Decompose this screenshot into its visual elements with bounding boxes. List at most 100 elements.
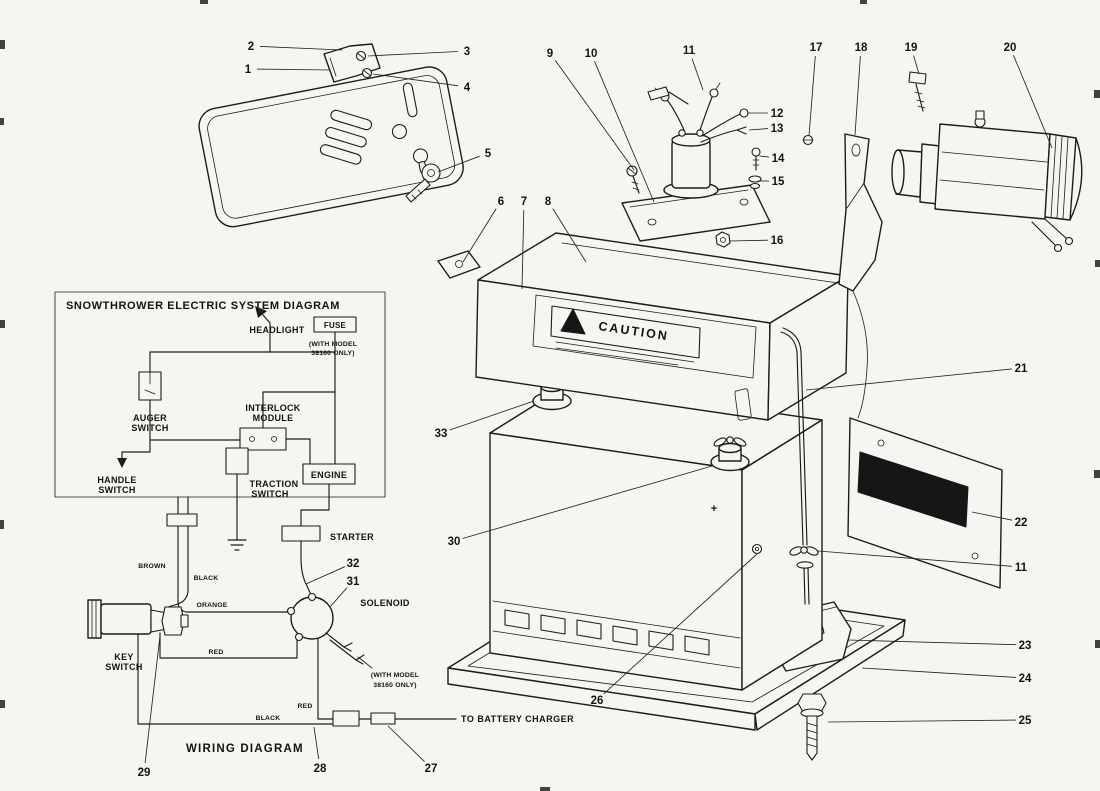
wiring-diagram-box: SNOWTHROWER ELECTRIC SYSTEM DIAGRAM <box>54 291 386 498</box>
wire-red-upper-label: RED <box>209 649 224 656</box>
leader-19-part-20 <box>1013 55 1053 149</box>
leader-24-part-24 <box>861 667 1017 678</box>
relay-body <box>671 139 711 189</box>
leader-13-part-14 <box>758 155 770 158</box>
leader-18-part-19 <box>913 55 920 75</box>
callout-5-part-6: 6 <box>498 196 504 208</box>
solenoid-note-1: (WITH MODEL <box>371 672 419 679</box>
leader-25-part-25 <box>827 719 1017 723</box>
leader-32-part-32 <box>305 566 345 585</box>
callout-18-part-19: 19 <box>905 42 918 54</box>
battery-band-lines <box>492 600 741 669</box>
leader-17-part-18 <box>854 55 861 136</box>
traction-label-2: SWITCH <box>251 489 288 499</box>
keyswitch-cap <box>87 599 102 639</box>
battery-vent-caps <box>504 609 710 656</box>
callout-21-part-22: 22 <box>1015 517 1028 529</box>
through-bolts <box>1031 218 1068 247</box>
leader-29-part-29 <box>144 635 161 764</box>
bolt-threads <box>806 722 818 748</box>
cover-slot <box>734 388 752 421</box>
charger-label: TO BATTERY CHARGER <box>461 714 574 724</box>
label-recess-outline <box>532 294 757 379</box>
relay-terminal-a <box>678 129 686 137</box>
callout-27-part-27: 27 <box>425 763 438 775</box>
solenoid-assembly <box>621 82 771 248</box>
side-panel <box>847 417 1003 589</box>
leader-10-part-11 <box>691 58 704 91</box>
handle-label-1: HANDLE <box>97 475 136 485</box>
schematic: HEADLIGHT FUSE (WITH MODEL 38160 ONLY) A… <box>97 306 574 755</box>
panel-hole <box>391 123 408 140</box>
ring-terminal-3 <box>739 108 749 118</box>
leader-8-part-9 <box>554 60 635 171</box>
relay-top <box>671 133 711 147</box>
engine-label: ENGINE <box>311 470 347 480</box>
callout-17-part-18: 18 <box>855 42 868 54</box>
leader-3-part-4 <box>372 73 459 87</box>
label-plate <box>550 305 701 359</box>
spade-terminal <box>736 126 747 135</box>
panel-hole-bottom <box>971 552 979 560</box>
cover-right-face <box>767 275 849 421</box>
interlock-label-2: MODULE <box>253 413 294 423</box>
flat-washer <box>796 561 814 569</box>
callout-30-part-30: 30 <box>448 536 461 548</box>
callout-9-part-10: 10 <box>585 48 598 60</box>
control-panel <box>198 66 464 228</box>
wire-red-lower-label: RED <box>298 703 313 710</box>
wire-orange-label: ORANGE <box>196 602 227 609</box>
fuse-note-2: 38160 ONLY) <box>311 350 355 357</box>
relay-wires <box>667 96 741 143</box>
label-fine-print <box>555 341 695 366</box>
wire-black-lower-label: BLACK <box>256 715 281 722</box>
leader-26-part-26 <box>603 553 758 695</box>
motor-body <box>934 123 1051 220</box>
nut-16 <box>715 231 731 248</box>
traction-label-1: TRACTION <box>250 479 299 489</box>
fuse-label: FUSE <box>324 321 347 330</box>
leader-15-part-16 <box>728 239 769 242</box>
interlock-module-symbol <box>239 427 287 451</box>
callout-32-part-32: 32 <box>347 558 360 570</box>
end-cap-hatch <box>1050 135 1069 220</box>
key-label-2: SWITCH <box>105 662 142 672</box>
screw-4 <box>361 67 373 79</box>
headlight-label: HEADLIGHT <box>249 325 304 335</box>
callout-25-part-25: 25 <box>1019 715 1032 727</box>
bolt-shaft <box>806 715 818 761</box>
callout-13-part-14: 14 <box>772 153 785 165</box>
leader-22-part-11 <box>817 550 1013 567</box>
leader-1-part-1 <box>256 68 331 71</box>
battery-polarity: + <box>711 503 717 515</box>
panel-vslot <box>402 82 418 118</box>
screw-14 <box>751 147 761 171</box>
panel-inner <box>207 75 456 219</box>
leader-16-part-17 <box>808 55 816 137</box>
leader-6-part-7 <box>521 209 525 290</box>
callout-7-part-8: 8 <box>545 196 552 208</box>
ring-terminal-2 <box>709 88 719 98</box>
tray-front-lip <box>447 667 756 731</box>
headlight-arrow-icon <box>255 306 267 318</box>
callout-15-part-16: 16 <box>771 235 784 247</box>
schematic-border <box>54 291 386 498</box>
mount-bracket <box>323 43 381 83</box>
interlock-label-1: INTERLOCK <box>245 403 300 413</box>
callout-16-part-17: 17 <box>810 42 823 54</box>
solenoid-label: SOLENOID <box>360 598 410 608</box>
hold-down-stud <box>751 543 763 555</box>
fuse-note-1: (WITH MODEL <box>309 341 357 348</box>
leader-2-part-3 <box>367 51 459 57</box>
callout-3-part-4: 4 <box>464 82 471 94</box>
leader-21-part-22 <box>971 511 1013 521</box>
washer-15 <box>748 175 762 190</box>
panel-slots <box>319 109 373 165</box>
panel-decal <box>857 451 969 528</box>
retainer-clip-17 <box>802 134 814 146</box>
wire-brown-label: BROWN <box>138 563 165 570</box>
leader-28-part-28 <box>313 726 320 760</box>
schematic-title: SNOWTHROWER ELECTRIC SYSTEM DIAGRAM <box>66 300 340 312</box>
